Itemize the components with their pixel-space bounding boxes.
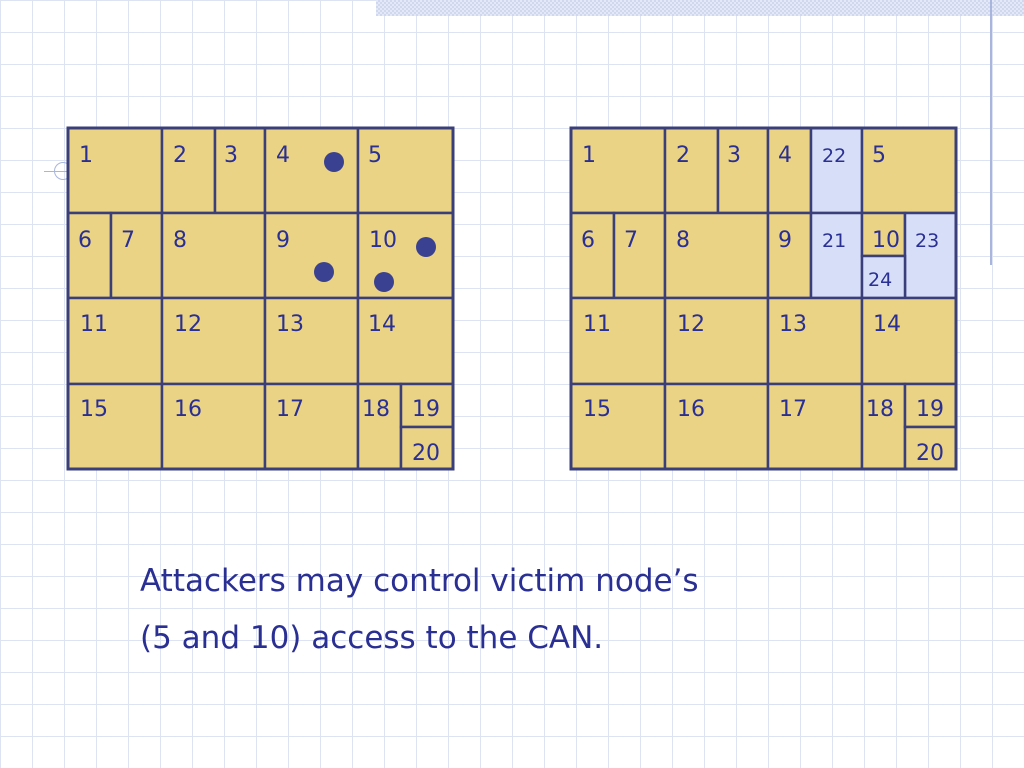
zone-label-21-after: 21	[822, 230, 846, 252]
zone-2-after	[663, 126, 720, 215]
zone-4-after	[766, 126, 813, 215]
panel-border-before	[66, 126, 455, 471]
zone-label-13-before: 13	[276, 312, 304, 337]
zone-label-24-after: 24	[868, 269, 892, 291]
zone-label-14-before: 14	[368, 312, 396, 337]
attacker-node-2	[416, 237, 436, 257]
zone-21-after	[809, 211, 864, 300]
zone-label-19-before: 19	[412, 397, 440, 422]
zone-label-7-after: 7	[624, 228, 638, 253]
zone-label-15-after: 15	[583, 397, 611, 422]
zone-label-1-after: 1	[582, 143, 596, 168]
zone-10-before	[356, 211, 455, 300]
zone-label-5-before: 5	[368, 143, 382, 168]
zone-3-before	[213, 126, 267, 215]
zone-label-3-after: 3	[727, 143, 741, 168]
zone-label-23-after: 23	[915, 230, 939, 252]
zone-label-14-after: 14	[873, 312, 901, 337]
zone-12-before	[160, 296, 267, 386]
zone-label-5-after: 5	[872, 143, 886, 168]
zone-label-20-before: 20	[412, 441, 440, 466]
zone-7-before	[109, 211, 164, 300]
zone-label-11-after: 11	[583, 312, 611, 337]
zone-label-6-after: 6	[581, 228, 595, 253]
attacker-node-1	[324, 152, 344, 172]
zone-label-10-after: 10	[872, 228, 900, 253]
zone-label-11-before: 11	[80, 312, 108, 337]
zone-14-before	[356, 296, 455, 386]
zone-label-16-after: 16	[677, 397, 705, 422]
left-decorative-circle	[54, 162, 72, 180]
zone-6-after	[569, 211, 616, 300]
caption: Attackers may control victim node’s (5 a…	[140, 553, 900, 667]
zone-label-7-before: 7	[121, 228, 135, 253]
right-decorative-line	[990, 0, 992, 265]
zone-label-10-before: 10	[369, 228, 397, 253]
zone-label-20-after: 20	[916, 441, 944, 466]
zone-14-after	[860, 296, 958, 386]
zone-17-after	[766, 382, 864, 471]
zone-label-16-before: 16	[174, 397, 202, 422]
zone-3-after	[716, 126, 770, 215]
zone-2-before	[160, 126, 217, 215]
zone-11-before	[66, 296, 164, 386]
zone-4-before	[263, 126, 360, 215]
zone-1-before	[66, 126, 164, 215]
zone-label-2-after: 2	[676, 143, 690, 168]
zone-label-8-after: 8	[676, 228, 690, 253]
zone-label-2-before: 2	[173, 143, 187, 168]
zone-12-after	[663, 296, 770, 386]
zone-label-12-before: 12	[174, 312, 202, 337]
zone-9-before	[263, 211, 360, 300]
zone-13-after	[766, 296, 864, 386]
zone-1-after	[569, 126, 667, 215]
zone-label-3-before: 3	[224, 143, 238, 168]
top-decorative-band	[376, 0, 1024, 16]
attacker-node-4	[374, 272, 394, 292]
zone-label-1-before: 1	[79, 143, 93, 168]
zone-label-22-after: 22	[822, 145, 846, 167]
zone-19-after	[903, 382, 958, 429]
zone-label-4-after: 4	[778, 143, 792, 168]
zone-22-after	[809, 126, 864, 215]
zone-20-after	[903, 425, 958, 471]
attacker-node-3	[314, 262, 334, 282]
zone-label-15-before: 15	[80, 397, 108, 422]
zone-16-before	[160, 382, 267, 471]
zone-label-9-after: 9	[778, 228, 792, 253]
zone-19-before	[399, 382, 455, 429]
caption-line-2: (5 and 10) access to the CAN.	[140, 620, 604, 656]
zone-13-before	[263, 296, 360, 386]
caption-line-1: Attackers may control victim node’s	[140, 563, 699, 599]
zone-label-17-after: 17	[779, 397, 807, 422]
zone-15-after	[569, 382, 667, 471]
zone-24-after	[860, 254, 907, 300]
zone-label-12-after: 12	[677, 312, 705, 337]
zone-7-after	[612, 211, 667, 300]
zone-label-8-before: 8	[173, 228, 187, 253]
zone-8-after	[663, 211, 770, 300]
zone-label-4-before: 4	[276, 143, 290, 168]
panel-border-after	[569, 126, 958, 471]
zone-label-17-before: 17	[276, 397, 304, 422]
zone-8-before	[160, 211, 267, 300]
zone-5-before	[356, 126, 455, 215]
zone-label-18-after: 18	[866, 397, 894, 422]
zone-9-after	[766, 211, 813, 300]
zone-label-19-after: 19	[916, 397, 944, 422]
zone-6-before	[66, 211, 113, 300]
zone-5-after	[860, 126, 958, 215]
zone-label-9-before: 9	[276, 228, 290, 253]
zone-label-18-before: 18	[362, 397, 390, 422]
zone-label-6-before: 6	[78, 228, 92, 253]
zone-11-after	[569, 296, 667, 386]
zone-23-after	[903, 211, 958, 300]
zone-label-13-after: 13	[779, 312, 807, 337]
